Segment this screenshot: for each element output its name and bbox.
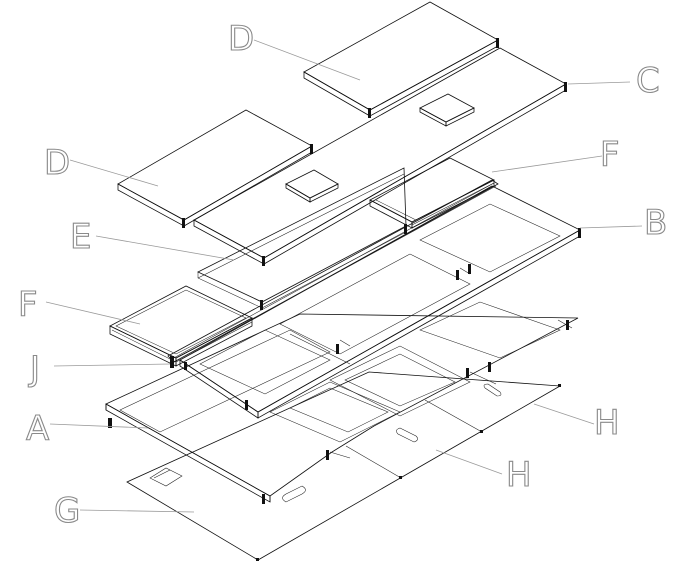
label-h-right: H bbox=[594, 403, 620, 443]
part-g-base-sheet bbox=[126, 371, 562, 561]
part-d-left-cover bbox=[117, 109, 313, 228]
label-a: A bbox=[26, 409, 49, 449]
part-c-top-panel bbox=[193, 47, 567, 266]
label-b: B bbox=[644, 203, 667, 243]
label-c: C bbox=[636, 61, 660, 101]
label-e: E bbox=[70, 217, 91, 257]
label-g: G bbox=[54, 491, 80, 531]
label-d-top: D bbox=[228, 19, 254, 59]
callout-labels: D C D F E B F J A H H G bbox=[17, 18, 667, 531]
label-h-bottom: H bbox=[506, 455, 532, 495]
label-j: J bbox=[28, 349, 40, 389]
part-f-left-tray bbox=[109, 285, 253, 367]
part-d-top-cover bbox=[303, 1, 499, 118]
part-a-lower-frame bbox=[105, 301, 579, 504]
leader-lines bbox=[45, 39, 643, 513]
label-f-left: F bbox=[18, 285, 38, 325]
part-e-panel bbox=[197, 167, 407, 310]
label-f-right: F bbox=[600, 135, 620, 175]
part-j-rail bbox=[167, 179, 499, 368]
label-d-left: D bbox=[44, 143, 70, 183]
